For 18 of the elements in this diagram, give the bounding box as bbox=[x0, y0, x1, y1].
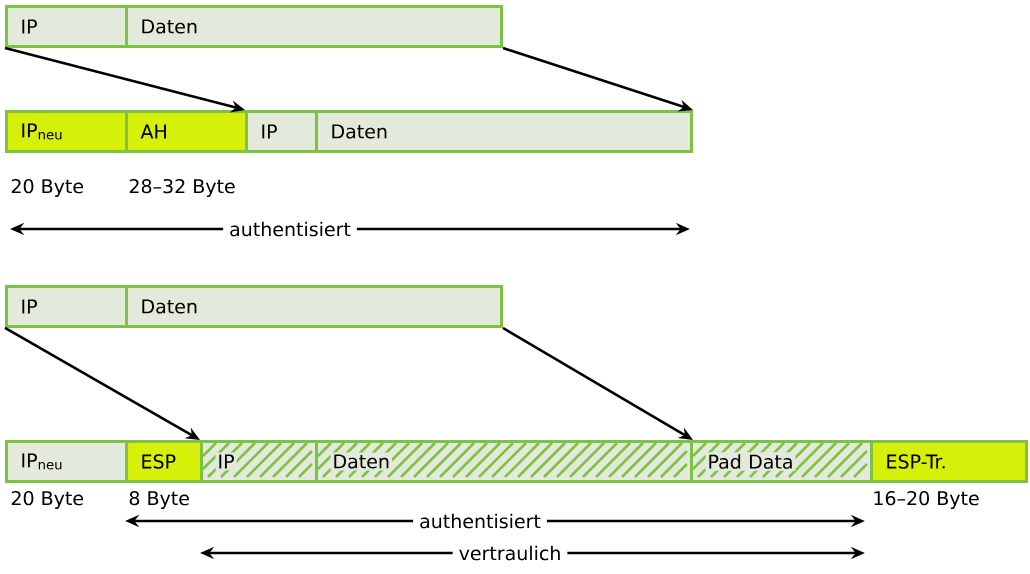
field-box: IP bbox=[245, 110, 318, 153]
header-box: ESP bbox=[125, 440, 203, 483]
byte-size-label: 28–32 Byte bbox=[129, 178, 235, 198]
dimension-label: vertraulich bbox=[452, 543, 568, 563]
field-box: IP bbox=[5, 5, 128, 48]
dimension-label: authentisiert bbox=[223, 219, 357, 239]
byte-size-label: 20 Byte bbox=[11, 178, 84, 198]
encrypted-field-box: Pad Data bbox=[690, 440, 873, 483]
byte-size-label: 8 Byte bbox=[129, 490, 189, 509]
dimension-label: authentisiert bbox=[413, 511, 547, 531]
header-box: IP$_{neu}$ bbox=[5, 110, 128, 153]
field-box: IP$_{neu}$ bbox=[5, 440, 128, 483]
field-box: IP bbox=[5, 285, 128, 328]
header-box: AH bbox=[125, 110, 248, 153]
byte-size-label: 16–20 Byte bbox=[874, 490, 979, 509]
encrypted-field-box: IP bbox=[200, 440, 318, 483]
header-box: ESP-Tr. bbox=[870, 440, 1028, 483]
byte-size-label: 20 Byte bbox=[11, 490, 84, 509]
